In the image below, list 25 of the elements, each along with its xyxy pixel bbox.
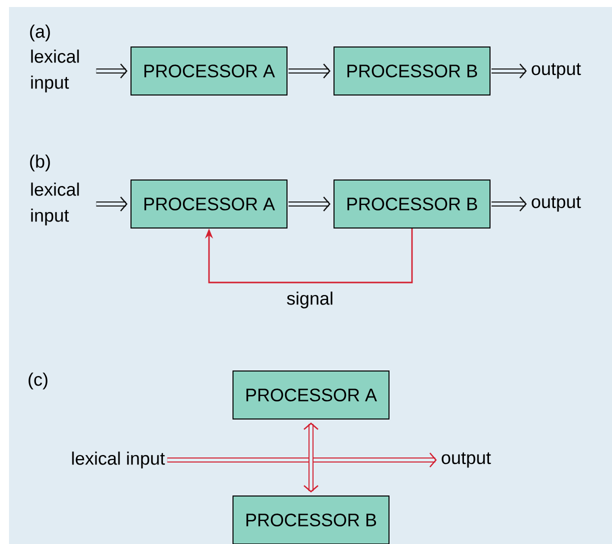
text-label: lexical input [72, 452, 165, 468]
arrow [288, 64, 330, 78]
panel-label: (a) [30, 24, 50, 42]
process-box: PROCESSOR B [334, 46, 490, 96]
process-box: PROCESSOR A [232, 370, 390, 420]
process-box: PROCESSOR A [130, 180, 288, 228]
edge-label: signal [284, 290, 336, 310]
text-label: output [442, 452, 491, 468]
arrow [96, 64, 128, 78]
process-box: PROCESSOR A [130, 46, 288, 96]
arrow [492, 196, 527, 212]
arrow [167, 452, 437, 468]
process-box: PROCESSOR B [232, 496, 390, 544]
text-label: output [532, 63, 581, 79]
input-label: lexical input [31, 182, 79, 226]
arrow [492, 64, 527, 78]
text-label: output [532, 196, 581, 212]
arrow [204, 228, 413, 284]
arrow [288, 196, 330, 212]
arrow [96, 196, 128, 212]
input-label: lexical input [31, 50, 79, 92]
arrow [304, 422, 318, 492]
panel-label: (b) [30, 154, 50, 172]
process-box: PROCESSOR B [334, 180, 490, 228]
panel-label: (c) [28, 372, 48, 390]
